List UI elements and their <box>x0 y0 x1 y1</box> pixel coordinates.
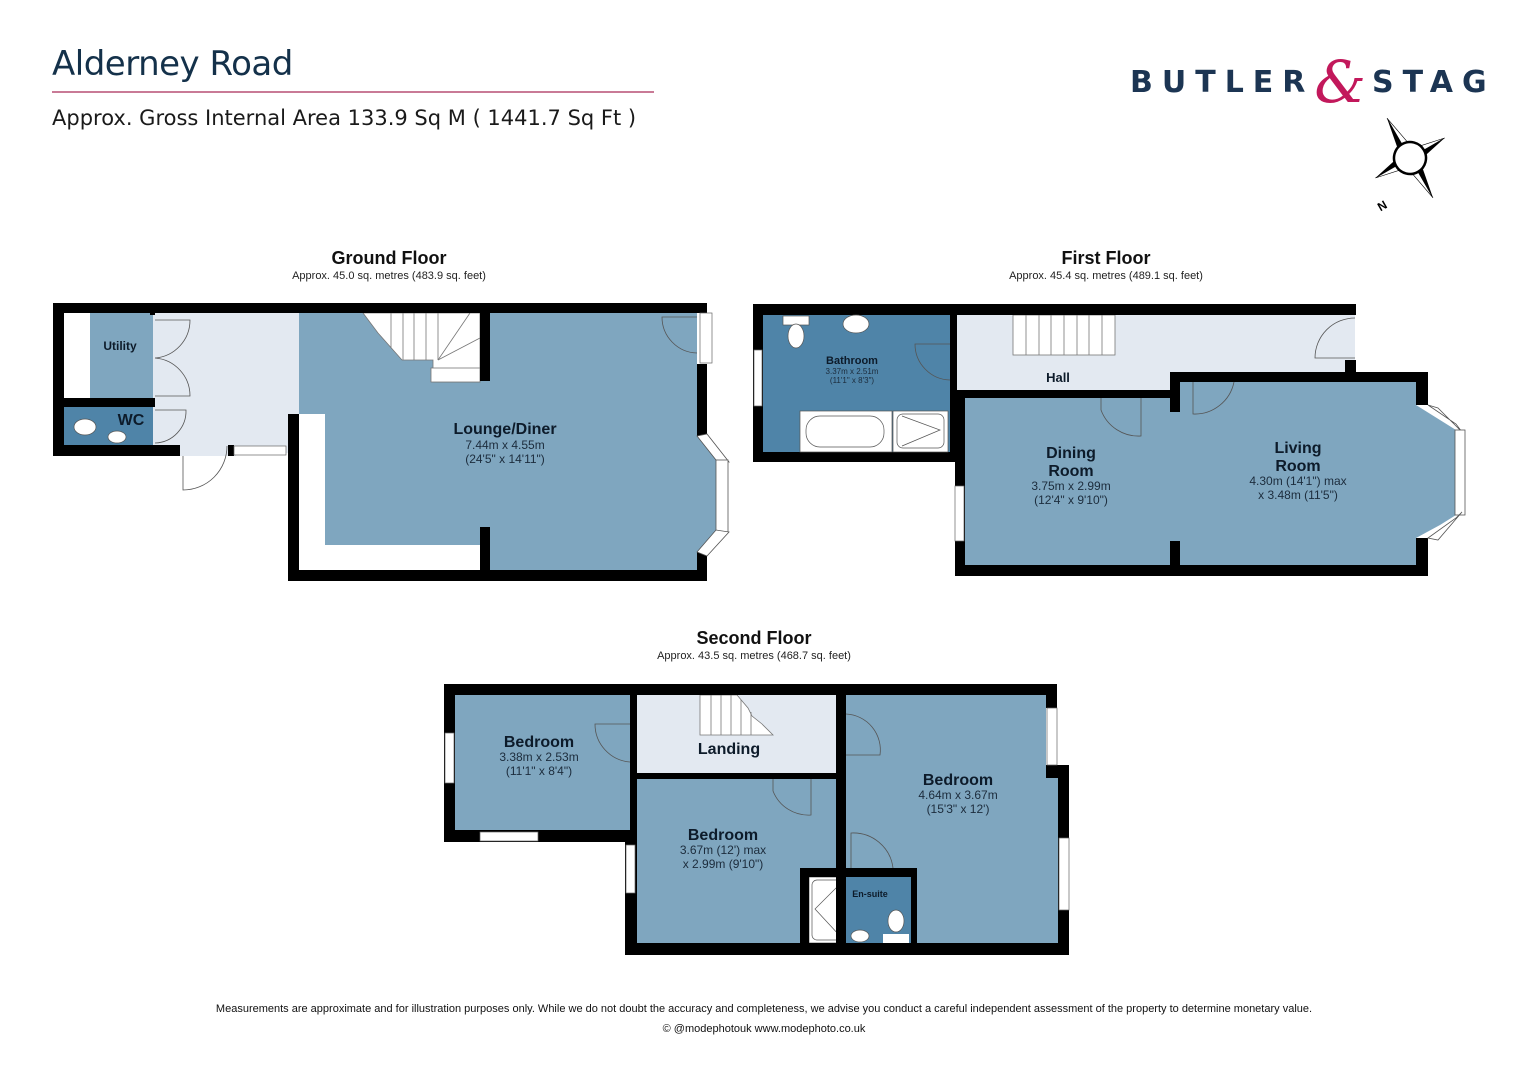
ground-floor-area: Approx. 45.0 sq. metres (483.9 sq. feet) <box>292 270 486 282</box>
en-suite-label: En-suite <box>852 889 888 899</box>
basin-icon <box>842 314 870 334</box>
room-living-room <box>1177 382 1456 565</box>
title-divider <box>52 91 654 93</box>
first-floor-plan: Bathroom 3.37m x 2.51m (11'1" x 8'3") Ha… <box>753 304 1466 576</box>
room-dining-room <box>965 398 1177 565</box>
room-lounge-diner <box>299 313 716 570</box>
second-windows <box>444 707 1070 911</box>
second-floor-title: Second Floor <box>696 628 812 648</box>
room-bedroom-3 <box>846 695 1058 943</box>
dining-room-dimensions-imperial: (12'4" x 9'10") <box>1034 493 1108 507</box>
photographer-credit: © @modephotouk www.modephoto.co.uk <box>662 1023 866 1035</box>
first-floor-area: Approx. 45.4 sq. metres (489.1 sq. feet) <box>1009 270 1203 282</box>
brand-logo: BUTLER & STAG <box>1130 52 1496 112</box>
bedroom-1-label: Bedroom <box>504 734 574 751</box>
bedroom-3-label: Bedroom <box>923 772 993 789</box>
ground-walls <box>53 303 707 581</box>
brand-word-left: BUTLER <box>1130 64 1315 100</box>
first-floor-title: First Floor <box>1061 248 1151 268</box>
ground-floor-heading: Ground Floor Approx. 45.0 sq. metres (48… <box>239 248 539 282</box>
toilet-icon <box>73 418 97 436</box>
first-bay-window <box>1427 404 1466 541</box>
bathroom-dimensions: 3.37m x 2.51m <box>826 367 879 376</box>
compass-rose-icon: N <box>1375 118 1445 212</box>
living-room-label-2: Room <box>1275 458 1320 475</box>
bedroom-3-dimensions-imperial: (15'3" x 12') <box>927 802 990 816</box>
dining-room-dimensions: 3.75m x 2.99m <box>1031 479 1110 493</box>
landing-label: Landing <box>698 741 760 758</box>
brand-word-right: STAG <box>1372 64 1496 100</box>
utility-label: Utility <box>103 339 137 353</box>
ground-window <box>699 312 713 364</box>
first-floor-heading: First Floor Approx. 45.4 sq. metres (489… <box>956 248 1256 282</box>
bedroom-3-dimensions: 4.64m x 3.67m <box>918 788 997 802</box>
ground-front-window <box>233 445 287 456</box>
room-bedroom-1 <box>455 695 630 830</box>
cistern-icon <box>883 934 909 943</box>
lounge-diner-dimensions: 7.44m x 4.55m <box>465 438 544 452</box>
brand-ampersand: & <box>1314 48 1367 116</box>
bedroom-2-dimensions: 3.67m (12') max <box>680 843 766 857</box>
ground-staircase <box>362 312 481 383</box>
first-doors <box>914 317 1356 437</box>
lounge-diner-label: Lounge/Diner <box>453 421 556 438</box>
second-floor-heading: Second Floor Approx. 43.5 sq. metres (46… <box>604 628 904 662</box>
bathroom-label: Bathroom <box>826 355 878 367</box>
second-floor-plan: Bedroom 3.38m x 2.53m (11'1" x 8'4") Lan… <box>444 684 1070 955</box>
basin-icon <box>107 430 127 444</box>
ground-bay-window <box>696 433 730 557</box>
bedroom-2-dimensions-imperial: x 2.99m (9'10") <box>683 857 764 871</box>
second-floor-area: Approx. 43.5 sq. metres (468.7 sq. feet) <box>657 650 851 662</box>
bathroom-dimensions-imperial: (11'1" x 8'3") <box>830 376 874 385</box>
ground-floor-title: Ground Floor <box>331 248 447 268</box>
page-title: Alderney Road <box>52 44 293 84</box>
bathroom-window <box>753 349 763 407</box>
living-room-dimensions: 4.30m (14'1") max <box>1249 474 1346 488</box>
dining-window <box>954 485 965 542</box>
disclaimer-text: Measurements are approximate and for ill… <box>215 1003 1313 1015</box>
bathroom-fixtures <box>782 314 949 453</box>
wc-label: WC <box>118 412 145 429</box>
second-doors <box>594 713 894 869</box>
basin-icon <box>850 929 870 943</box>
toilet-icon <box>787 323 805 349</box>
first-staircase <box>1012 314 1116 356</box>
lounge-diner-dimensions-imperial: (24'5" x 14'11") <box>465 452 545 466</box>
toilet-icon <box>887 909 905 933</box>
gross-internal-area: Approx. Gross Internal Area 133.9 Sq M (… <box>52 106 637 130</box>
bedroom-2-label: Bedroom <box>688 827 758 844</box>
dining-room-label-1: Dining <box>1046 445 1096 462</box>
living-room-label-1: Living <box>1274 440 1321 457</box>
ground-doors <box>154 316 698 491</box>
dining-room-label-2: Room <box>1048 463 1093 480</box>
bedroom-1-dimensions-imperial: (11'1" x 8'4") <box>506 764 572 778</box>
second-staircase <box>699 694 774 736</box>
ground-floor-plan: Utility WC Lounge/Diner 7.44m x 4.55m (2… <box>53 303 730 581</box>
bedroom-1-dimensions: 3.38m x 2.53m <box>499 750 578 764</box>
first-walls <box>753 304 1428 576</box>
hall-label: Hall <box>1046 370 1070 385</box>
living-room-dimensions-imperial: x 3.48m (11'5") <box>1258 488 1338 502</box>
room-utility <box>90 313 153 398</box>
